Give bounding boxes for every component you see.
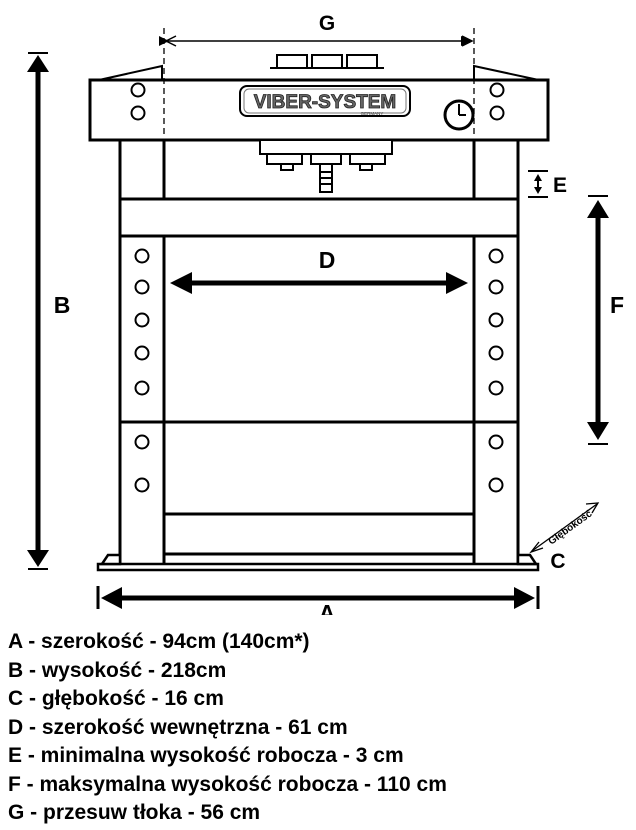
legend-item-b: B - wysokość - 218cm [8,658,227,682]
dimension-b: B [27,52,71,570]
label-a: A [319,600,336,615]
dimension-e: E [528,170,567,198]
dimension-c: Głębokość C [529,502,600,573]
legend-item-d: D - szerokość wewnętrzna - 61 cm [8,715,348,739]
hydraulic-piston [259,139,393,193]
legend-item-a: A - szerokość - 94cm (140cm*) [8,630,310,653]
label-c: C [550,550,565,573]
brand-logo: VIBER-SYSTEM GERMANY [239,85,411,117]
legend-item-c: C - głębokość - 16 cm [8,687,224,710]
label-d: D [319,247,336,273]
dimension-legend: A - szerokość - 94cm (140cm*) B - wysoko… [8,628,628,828]
label-f: F [610,292,624,318]
legend-item-e: E - minimalna wysokość robocza - 3 cm [8,744,404,767]
head-holes [130,82,505,121]
label-e: E [553,174,567,197]
brand-sub: GERMANY [361,111,384,116]
legend-item-f: F - maksymalna wysokość robocza - 110 cm [8,772,447,796]
label-g: G [319,12,335,35]
post-holes [134,248,504,493]
dimension-a: A [96,586,540,615]
dimension-g: G [159,12,475,138]
depth-label: Głębokość [547,508,595,547]
press-dimension-diagram: VIBER-SYSTEM GERMANY [27,12,624,615]
label-b: B [54,292,71,318]
base-feet [96,553,540,572]
pressure-gauge-icon [443,99,475,131]
dimension-f: F [587,195,624,445]
dimension-d: D [170,247,468,294]
press-frame [118,140,520,566]
brand-name: VIBER-SYSTEM [254,92,397,113]
legend-item-g: G - przesuw tłoka - 56 cm [8,801,261,824]
